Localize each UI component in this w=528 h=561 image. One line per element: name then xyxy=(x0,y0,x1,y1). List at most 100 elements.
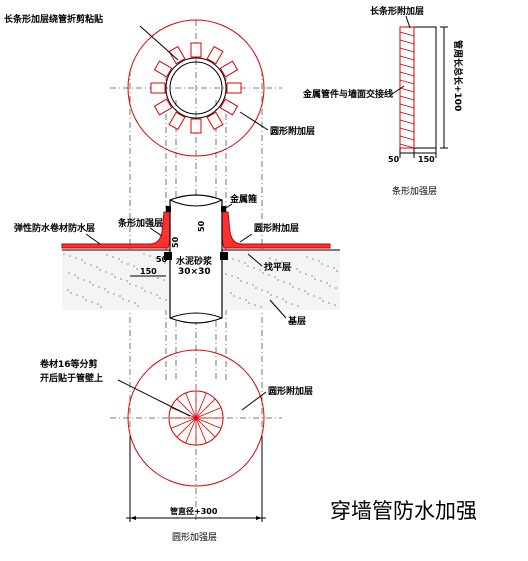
top-circle-ring-label: 圆形附加层 xyxy=(270,125,315,137)
pipe-inner xyxy=(169,61,223,115)
hatch-dot xyxy=(111,273,113,275)
hatch-dot xyxy=(255,287,257,289)
hatch-dot xyxy=(313,295,315,297)
hatch-dot xyxy=(136,268,138,270)
strip-tab xyxy=(153,60,173,78)
hatch-dot xyxy=(163,279,165,281)
hatch-dot xyxy=(329,285,331,287)
hatch-dot xyxy=(165,299,167,301)
hatch-dot xyxy=(148,272,150,274)
hatch-dot xyxy=(159,297,161,299)
hatch-dot xyxy=(311,275,313,277)
strip-tab xyxy=(168,45,186,65)
hatch-dot xyxy=(290,266,292,268)
hatch-dot xyxy=(134,302,136,304)
side-tick xyxy=(399,31,415,37)
hatch-dot xyxy=(118,258,120,260)
hatch-dot xyxy=(326,282,328,284)
hatch-dot xyxy=(247,265,249,267)
hatch-dot xyxy=(274,276,276,278)
section-dim-50b: 50 xyxy=(171,236,180,248)
hatch-dot xyxy=(85,299,87,301)
hatch-dot xyxy=(305,273,307,275)
strip-tab xyxy=(190,42,202,58)
side-title: 长条形附加层 xyxy=(370,5,424,17)
side-tick xyxy=(399,119,415,125)
hatch-dot xyxy=(268,274,270,276)
hatch-dot xyxy=(133,265,135,267)
hatch-dot xyxy=(321,263,323,265)
strip-tab xyxy=(219,98,239,116)
hatch-dot xyxy=(244,262,246,264)
hatch-dot xyxy=(69,255,71,257)
side-strip-ticks xyxy=(399,31,415,149)
side-dim-150: 150 xyxy=(418,155,435,164)
strip-tab xyxy=(190,118,202,134)
cut-line xyxy=(195,417,216,438)
hatch-dot xyxy=(245,299,247,301)
side-tick xyxy=(399,95,415,101)
hatch-dot xyxy=(89,281,91,283)
hatch-dot xyxy=(304,290,306,292)
side-tick xyxy=(399,135,415,141)
bottom-note-line2: 开后贴于管壁上 xyxy=(40,372,103,384)
hatch-dot xyxy=(75,257,77,259)
hatch-dot xyxy=(164,262,166,264)
side-tick xyxy=(399,103,415,109)
ground-hatch xyxy=(63,253,338,308)
hatch-dot xyxy=(320,280,322,282)
main-title: 穿墙管防水加强 xyxy=(330,499,477,523)
section-metal-clamp-label: 金属箍 xyxy=(229,193,257,205)
hatch-dot xyxy=(97,303,99,305)
hatch-dot xyxy=(150,292,152,294)
hatch-dot xyxy=(91,301,93,303)
hatch-dot xyxy=(107,291,109,293)
side-strip-view xyxy=(399,26,448,158)
hatch-dot xyxy=(83,279,85,281)
hatch-dot xyxy=(291,303,293,305)
hatch-dot xyxy=(96,266,98,268)
hatch-dot xyxy=(82,296,84,298)
hatch-dot xyxy=(269,257,271,259)
section-dim-50c: 50 xyxy=(197,220,206,232)
hatch-dot xyxy=(270,294,272,296)
hatch-dot xyxy=(327,265,329,267)
hatch-dot xyxy=(143,253,145,255)
side-tick xyxy=(399,143,415,149)
side-caption: 条形加强层 xyxy=(392,185,437,197)
hatch-dot xyxy=(129,283,131,285)
hatch-dot xyxy=(260,306,262,308)
hatch-dot xyxy=(289,283,291,285)
hatch-dot xyxy=(90,264,92,266)
section-sealant-label: 水泥砂浆 xyxy=(176,255,213,267)
hatch-dot xyxy=(113,293,115,295)
cut-line xyxy=(176,398,197,419)
bottom-ring-label: 圆形附加层 xyxy=(268,385,313,397)
hatch-dot xyxy=(253,267,255,269)
outer-round-layer xyxy=(127,19,265,157)
hatch-dot xyxy=(106,254,108,256)
hatch-dot xyxy=(267,291,269,293)
hatch-dot xyxy=(248,302,250,304)
hatch-dot xyxy=(141,287,143,289)
hatch-dot xyxy=(63,253,65,255)
hatch-dot xyxy=(297,305,299,307)
hatch-dot xyxy=(100,306,102,308)
pipe-outline xyxy=(165,57,227,119)
hatch-dot xyxy=(238,260,240,262)
hatch-dot xyxy=(284,264,286,266)
hatch-dot xyxy=(296,268,298,270)
top-strip-label: 长条形加层绕管折剪粘贴 xyxy=(4,13,103,25)
hatch-dot xyxy=(252,284,254,286)
hatch-dot xyxy=(333,267,335,269)
hatch-dot xyxy=(122,298,124,300)
hatch-dot xyxy=(318,260,320,262)
hatch-dot xyxy=(120,278,122,280)
strip-tab xyxy=(206,45,224,65)
cut-line xyxy=(176,417,197,438)
hatch-dot xyxy=(127,263,129,265)
hatch-dot xyxy=(67,289,69,291)
top-plan-view xyxy=(127,19,265,157)
hatch-dot xyxy=(121,261,123,263)
section-base-label: 基层 xyxy=(287,315,306,327)
